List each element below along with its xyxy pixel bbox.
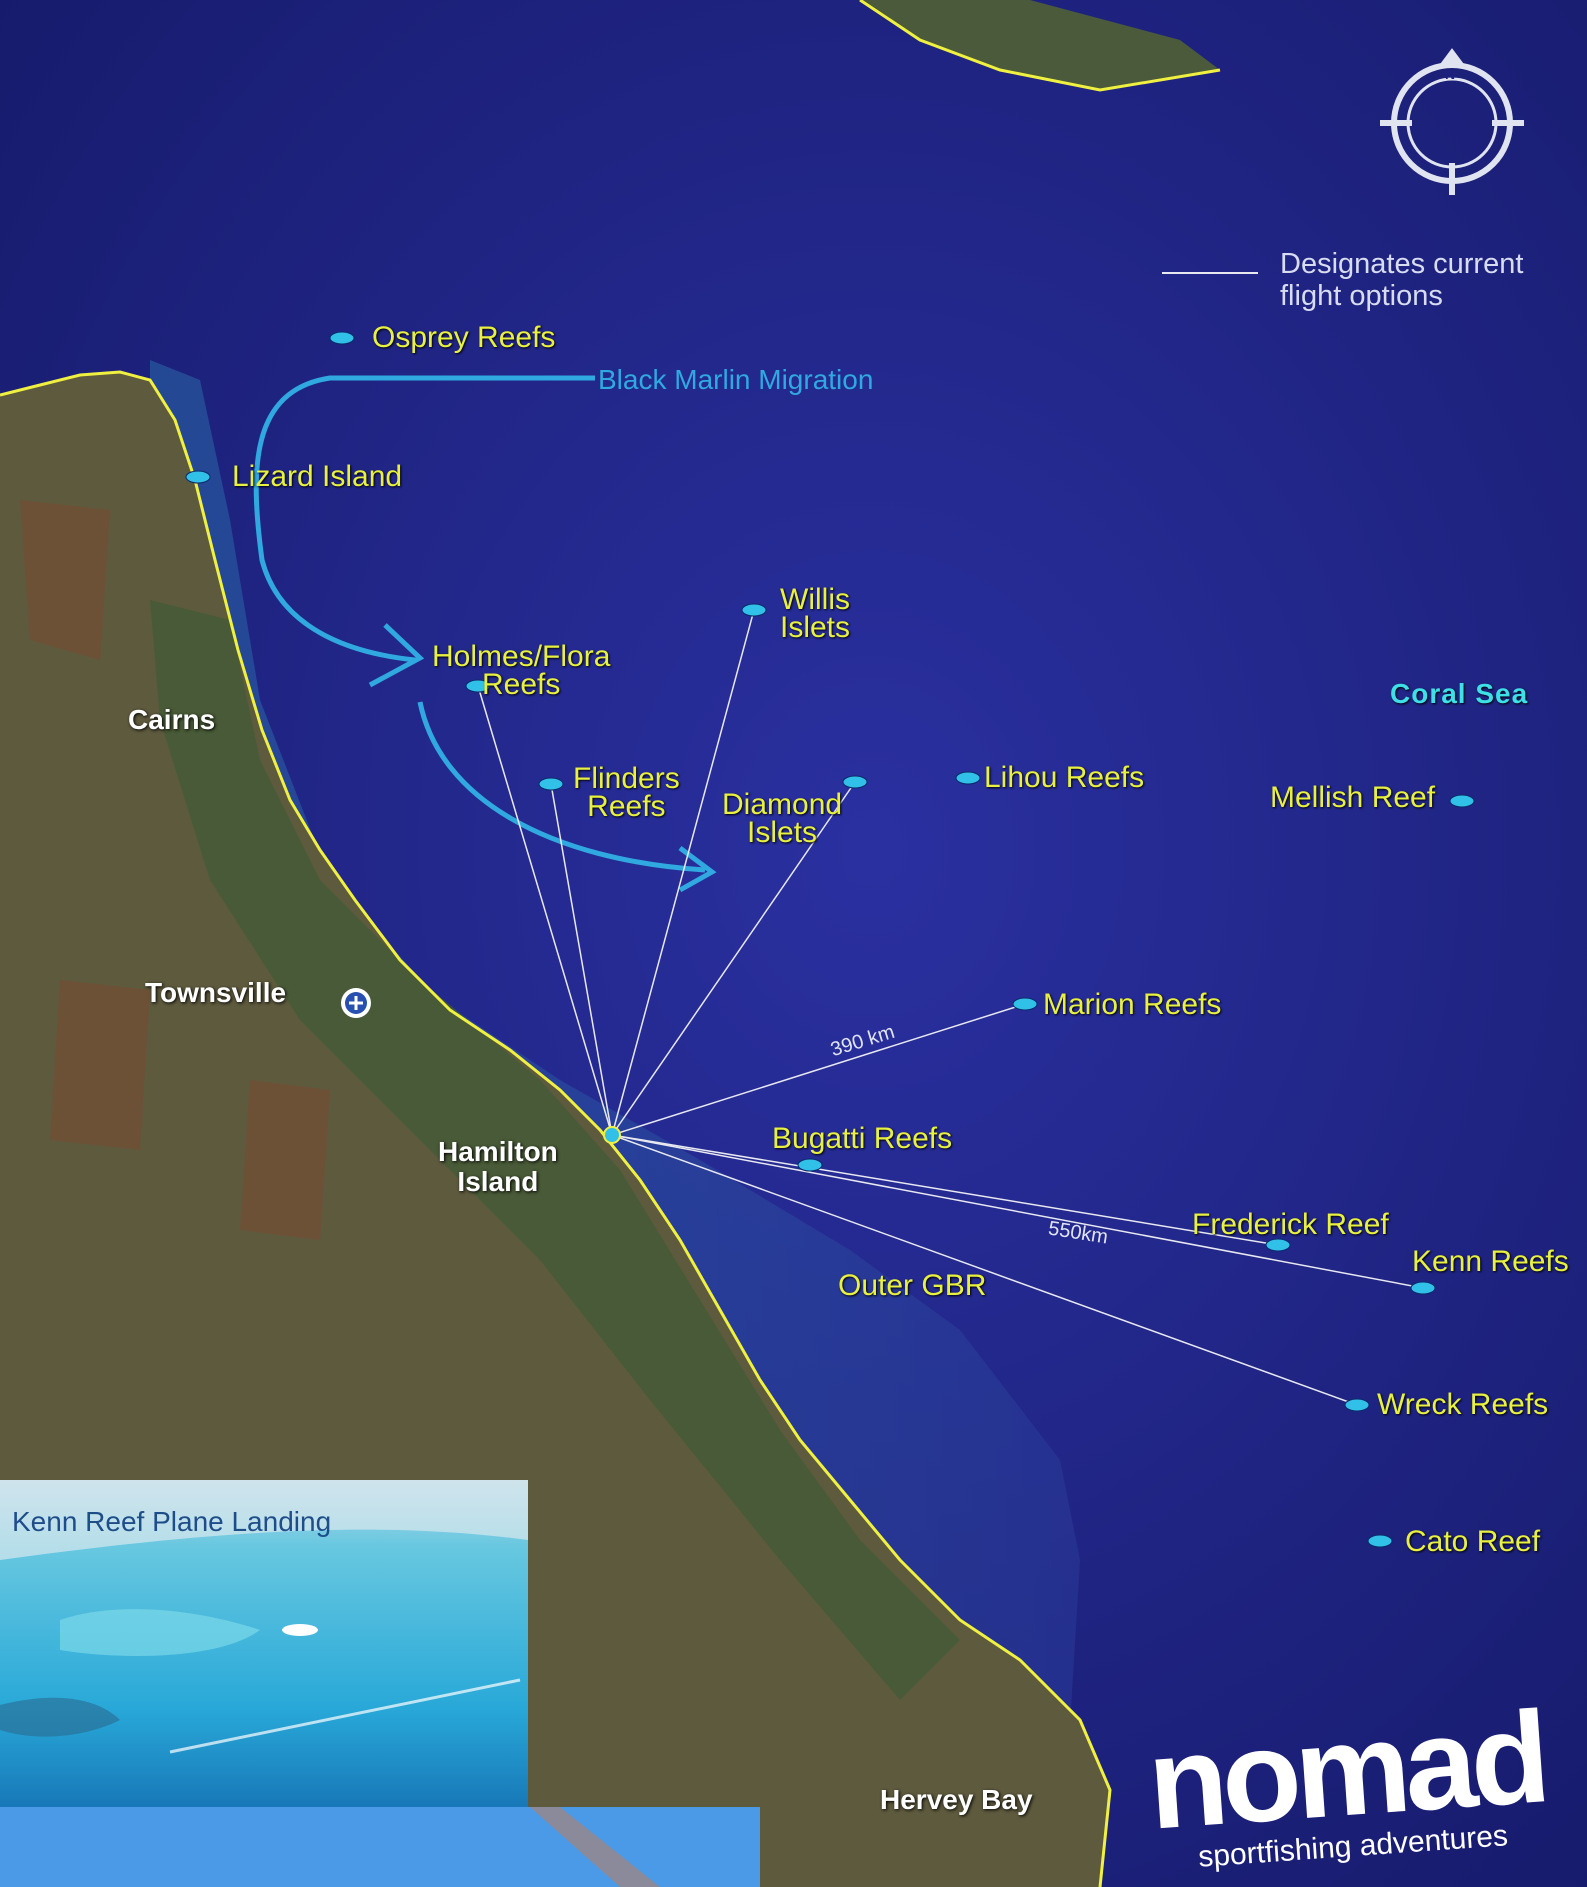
marker-wreck [1344,1398,1370,1412]
city-hamilton[interactable]: Hamilton Island [438,1137,558,1197]
legend-text-line2: flight options [1280,280,1443,312]
marker-osprey [329,331,355,345]
inset-photo [0,1480,760,1887]
label-holmes[interactable]: Holmes/Flora Reefs [432,640,611,701]
flight-line-frederick [611,1134,1279,1246]
label-willis-line1: Willis [780,583,850,616]
label-mellish[interactable]: Mellish Reef [1270,781,1436,814]
label-wreck[interactable]: Wreck Reefs [1377,1388,1549,1421]
label-kenn[interactable]: Kenn Reefs [1412,1245,1569,1278]
sea-label: Coral Sea [1390,678,1529,709]
label-diamond[interactable]: Diamond Islets [722,788,843,849]
marker-marion [1012,997,1038,1011]
label-flinders-line2: Reefs [587,790,666,823]
label-diamond-line2: Islets [747,816,818,849]
marker-mellish [1449,794,1475,808]
migration-label: Black Marlin Migration [598,364,874,395]
city-hamilton-line2: Island [457,1166,539,1197]
migration-arrowhead-2 [678,846,717,893]
flight-line-willis [611,609,755,1136]
marker-holmes [465,679,491,693]
compass-north-label: N [1445,66,1456,82]
marker-diamond [842,775,868,789]
marker-lihou [955,771,981,785]
label-marion[interactable]: Marion Reefs [1043,988,1222,1021]
city-hervey-bay[interactable]: Hervey Bay [880,1784,1033,1815]
marker-cato [1367,1534,1393,1548]
marker-flinders [538,777,564,791]
flight-line-marion [611,1003,1026,1136]
hamilton-marker [603,1126,621,1144]
label-lihou[interactable]: Lihou Reefs [984,761,1145,794]
island-north [860,0,1220,90]
marker-lizard [185,470,211,484]
label-outer-gbr: Outer GBR [838,1269,987,1302]
label-cato[interactable]: Cato Reef [1405,1525,1541,1558]
migration-path [253,375,595,663]
migration-path-2 [417,701,706,873]
inset-title: Kenn Reef Plane Landing [12,1506,332,1537]
label-bugatti[interactable]: Bugatti Reefs [772,1122,953,1155]
label-frederick[interactable]: Frederick Reef [1192,1208,1389,1241]
reef-markers [185,331,1475,1548]
migration-arrowhead-1 [368,623,425,688]
marker-bugatti [797,1158,823,1172]
flight-line-kenn [611,1134,1424,1289]
legend-text-line1: Designates current [1280,248,1524,280]
island-coastline [859,0,1221,92]
label-flinders-line1: Flinders [573,762,680,795]
label-willis[interactable]: Willis Islets [780,583,851,644]
flight-line-diamond [611,781,856,1136]
label-diamond-line1: Diamond [722,788,843,821]
land-red-patches [20,500,330,1240]
compass-icon [1380,48,1524,195]
flight-lines [477,609,1424,1406]
label-lizard[interactable]: Lizard Island [232,460,403,493]
flight-line-wreck [611,1134,1358,1406]
label-willis-line2: Islets [780,611,851,644]
label-osprey[interactable]: Osprey Reefs [372,321,556,354]
marker-frederick [1265,1238,1291,1252]
city-hamilton-line1: Hamilton [438,1136,558,1167]
flight-line-holmes [477,685,613,1136]
label-holmes-line1: Holmes/Flora [432,640,611,673]
label-flinders[interactable]: Flinders Reefs [573,762,680,823]
marker-willis [741,603,767,617]
label-holmes-line2: Reefs [482,668,561,701]
flight-line-flinders [550,783,613,1136]
land-green [150,600,960,1700]
airport-icon [341,988,371,1018]
city-townsville[interactable]: Townsville [145,977,287,1008]
coastline [0,370,1112,1887]
city-cairns[interactable]: Cairns [128,704,216,735]
marker-kenn [1410,1281,1436,1295]
legend: Designates current flight options [1280,248,1523,312]
